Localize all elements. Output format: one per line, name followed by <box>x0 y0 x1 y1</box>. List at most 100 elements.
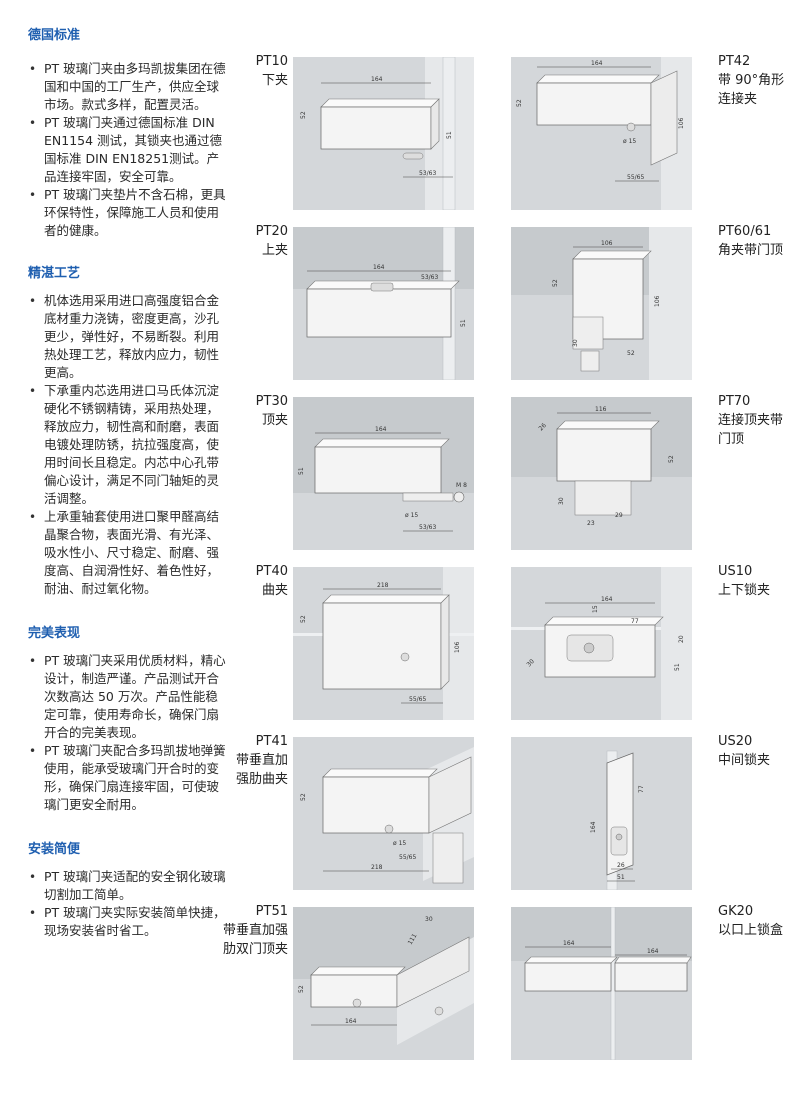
section-title: 精湛工艺 <box>28 266 81 281</box>
product-name-line: 带垂直加强 <box>222 923 288 938</box>
list-item: 下承重内芯选用进口马氏体沉淀硬化不锈钢精铸，采用热处理，释放应力，韧性高和耐磨，… <box>26 382 226 508</box>
dim-label: ø 15 <box>623 138 636 145</box>
dim-label: 23 <box>587 520 595 527</box>
dim-label: 106 <box>601 240 613 247</box>
product-name-line: 门顶 <box>718 432 745 447</box>
product-label-gk20: GK20 以口上锁盒 <box>718 902 798 940</box>
product-drawing-us10: 164 15 77 20 30 51 <box>511 567 692 720</box>
product-code: PT10 <box>255 54 288 69</box>
dim-label: 51 <box>674 663 681 671</box>
dim-label: 164 <box>647 948 659 955</box>
dim-label: 218 <box>371 864 383 871</box>
product-code: PT60/61 <box>718 224 772 239</box>
product-code: US10 <box>718 564 753 579</box>
product-code: PT41 <box>255 734 288 749</box>
list-item: PT 玻璃门夹适配的安全钢化玻璃切割加工简单。 <box>26 868 226 904</box>
product-label-pt51: PT51 带垂直加强 肋双门顶夹 <box>208 902 288 959</box>
product-name: 以口上锁盒 <box>718 923 784 938</box>
product-drawing-us20: 77 164 26 51 <box>511 737 692 890</box>
product-name: 曲夹 <box>261 583 288 598</box>
product-label-pt30: PT30 顶夹 <box>208 392 288 430</box>
dim-label: 106 <box>678 117 685 129</box>
product-name: 角夹带门顶 <box>718 243 784 258</box>
product-drawing-pt10: 164 52 51 53/63 <box>293 57 474 210</box>
product-drawing-pt70: 116 26 52 30 23 29 <box>511 397 692 550</box>
product-drawing-pt40: 218 52 106 55/65 <box>293 567 474 720</box>
product-label-us20: US20 中间锁夹 <box>718 732 798 770</box>
dim-label: 53/63 <box>421 274 438 281</box>
dim-label: 52 <box>627 350 635 357</box>
dim-label: 164 <box>591 60 603 67</box>
product-drawing-pt20: 164 53/63 51 <box>293 227 474 380</box>
bullet-list: PT 玻璃门夹采用优质材料，精心设计，制造严谨。产品测试开合次数高达 50 万次… <box>26 652 226 814</box>
product-code: PT40 <box>255 564 288 579</box>
dim-label: 111 <box>407 932 419 946</box>
dim-label: 30 <box>425 916 433 923</box>
dim-label: 51 <box>460 319 467 327</box>
product-code: PT42 <box>718 54 751 69</box>
dim-label: 20 <box>678 635 685 643</box>
dim-label: 26 <box>617 862 625 869</box>
dim-label: 55/65 <box>399 854 416 861</box>
product-drawing-pt60: 106 52 106 30 52 <box>511 227 692 380</box>
product-name: 中间锁夹 <box>718 753 771 768</box>
product-label-pt41: PT41 带垂直加 强肋曲夹 <box>208 732 288 789</box>
product-label-pt42: PT42 带 90°角形 连接夹 <box>718 52 798 109</box>
product-label-pt20: PT20 上夹 <box>208 222 288 260</box>
product-code: PT70 <box>718 394 751 409</box>
dim-label: 106 <box>654 295 661 307</box>
product-name-line: 强肋曲夹 <box>235 772 288 787</box>
list-item: PT 玻璃门夹实际安装简单快捷，现场安装省时省工。 <box>26 904 226 940</box>
bullet-list: PT 玻璃门夹由多玛凯拔集团在德国和中国的工厂生产，供应全球市场。款式多样，配置… <box>26 60 226 240</box>
product-drawing-gk20: 164 164 <box>511 907 692 1060</box>
dim-label: 52 <box>300 615 307 623</box>
dim-label: 52 <box>552 279 559 287</box>
list-item: PT 玻璃门夹由多玛凯拔集团在德国和中国的工厂生产，供应全球市场。款式多样，配置… <box>26 60 226 114</box>
dim-label: 164 <box>345 1018 357 1025</box>
list-item: PT 玻璃门夹采用优质材料，精心设计，制造严谨。产品测试开合次数高达 50 万次… <box>26 652 226 742</box>
dim-label: 52 <box>300 793 307 801</box>
dim-label: 52 <box>516 99 523 107</box>
dim-label: M 8 <box>456 482 467 489</box>
bullet-list: PT 玻璃门夹适配的安全钢化玻璃切割加工简单。 PT 玻璃门夹实际安装简单快捷，… <box>26 868 226 940</box>
dim-label: 30 <box>572 339 579 347</box>
dim-label: 51 <box>298 467 305 475</box>
list-item: PT 玻璃门夹通过德国标准 DIN EN1154 测试，其锁夹也通过德国标准 D… <box>26 114 226 186</box>
bullet-list: 机体选用采用进口高强度铝合金底材重力浇铸，密度更高，沙孔更少，弹性好，不易断裂。… <box>26 292 226 598</box>
product-drawing-pt41: 52 ø 15 218 55/65 <box>293 737 474 890</box>
product-drawing-pt30: 164 51 M 8 ø 15 53/63 <box>293 397 474 550</box>
product-label-pt60: PT60/61 角夹带门顶 <box>718 222 798 260</box>
dim-label: 164 <box>373 264 385 271</box>
dim-label: 164 <box>563 940 575 947</box>
product-drawing-pt51: 52 30 111 164 <box>293 907 474 1060</box>
dim-label: 15 <box>592 605 599 613</box>
product-code: PT51 <box>255 904 288 919</box>
dim-label: 218 <box>377 582 389 589</box>
dim-label: 164 <box>601 596 613 603</box>
product-label-pt70: PT70 连接顶夹带 门顶 <box>718 392 798 449</box>
product-code: PT20 <box>255 224 288 239</box>
list-item: PT 玻璃门夹配合多玛凯拔地弹簧使用，能承受玻璃门开合时的变形，确保门扇连接牢固… <box>26 742 226 814</box>
dim-label: 164 <box>371 76 383 83</box>
dim-label: 30 <box>525 658 535 668</box>
dim-label: 164 <box>590 821 597 833</box>
list-item: PT 玻璃门夹垫片不含石棉，更具环保特性，保障施工人员和使用者的健康。 <box>26 186 226 240</box>
list-item: 上承重轴套使用进口聚甲醛高结晶聚合物，表面光滑、有光泽、吸水性小、尺寸稳定、耐磨… <box>26 508 226 598</box>
product-name: 下夹 <box>261 73 288 88</box>
dim-label: ø 15 <box>405 512 418 519</box>
product-drawing-pt42: 164 52 ø 15 55/65 106 <box>511 57 692 210</box>
product-code: PT30 <box>255 394 288 409</box>
dim-label: 55/65 <box>409 696 426 703</box>
dim-label: 51 <box>617 874 625 881</box>
dim-label: 26 <box>537 422 547 432</box>
dim-label: 52 <box>668 455 675 463</box>
list-item: 机体选用采用进口高强度铝合金底材重力浇铸，密度更高，沙孔更少，弹性好，不易断裂。… <box>26 292 226 382</box>
product-name-line: 肋双门顶夹 <box>222 942 288 957</box>
product-name-line: 连接顶夹带 <box>718 413 784 428</box>
dim-label: 106 <box>454 641 461 653</box>
dim-label: 52 <box>300 111 307 119</box>
product-label-us10: US10 上下锁夹 <box>718 562 798 600</box>
dim-label: 55/65 <box>627 174 644 181</box>
product-label-pt40: PT40 曲夹 <box>208 562 288 600</box>
dim-label: 52 <box>298 985 305 993</box>
